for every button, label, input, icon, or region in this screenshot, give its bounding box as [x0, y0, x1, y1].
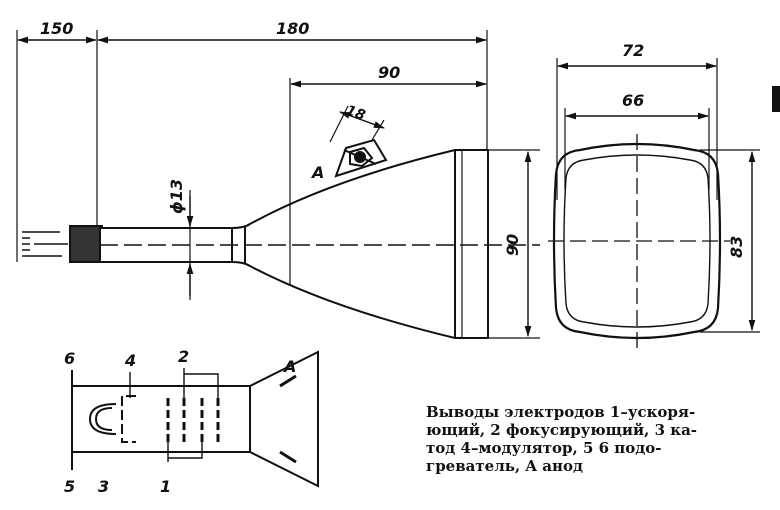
pin-5-label: 5: [64, 477, 75, 496]
label-anode-schematic: A: [282, 357, 296, 376]
anode-connector: [334, 138, 388, 178]
tube-leads: [22, 228, 98, 260]
dim-90-side: 90: [503, 234, 522, 256]
legend-line: ющий, 2 фокусирующий, 3 ка-: [426, 421, 698, 439]
screen-front-view: [548, 58, 760, 350]
dim-90-top: 90: [378, 63, 400, 82]
dim-66: 66: [622, 91, 644, 110]
dim-150: 150: [40, 19, 73, 38]
dimension-lines: [16, 36, 756, 338]
dim-13: ϕ13: [167, 179, 186, 214]
legend-line: греватель, A анод: [426, 457, 583, 475]
pin-1-label: 1: [160, 477, 171, 496]
dim-83: 83: [727, 236, 746, 258]
pin-6-label: 6: [64, 349, 75, 368]
label-anode-top: A: [310, 163, 324, 182]
dim-72: 72: [622, 41, 644, 60]
legend-line: Выводы электродов 1–ускоря-: [426, 403, 696, 421]
electrode-schematic: [71, 350, 319, 488]
pin-4-label: 4: [124, 351, 136, 370]
legend-line: тод 4–модулятор, 5 6 подо-: [426, 439, 662, 457]
tube-base: [69, 225, 103, 263]
dim-180: 180: [276, 19, 309, 38]
electrode-legend: Выводы электродов 1–ускоря- ющий, 2 фоку…: [426, 403, 771, 475]
tube-neck: [99, 149, 489, 339]
dim-18: 18: [344, 102, 368, 124]
pin-3-label: 3: [98, 477, 109, 496]
page-edge-mark: [772, 86, 780, 112]
tube-side-view: [16, 30, 540, 339]
pin-2-label: 2: [178, 347, 189, 366]
